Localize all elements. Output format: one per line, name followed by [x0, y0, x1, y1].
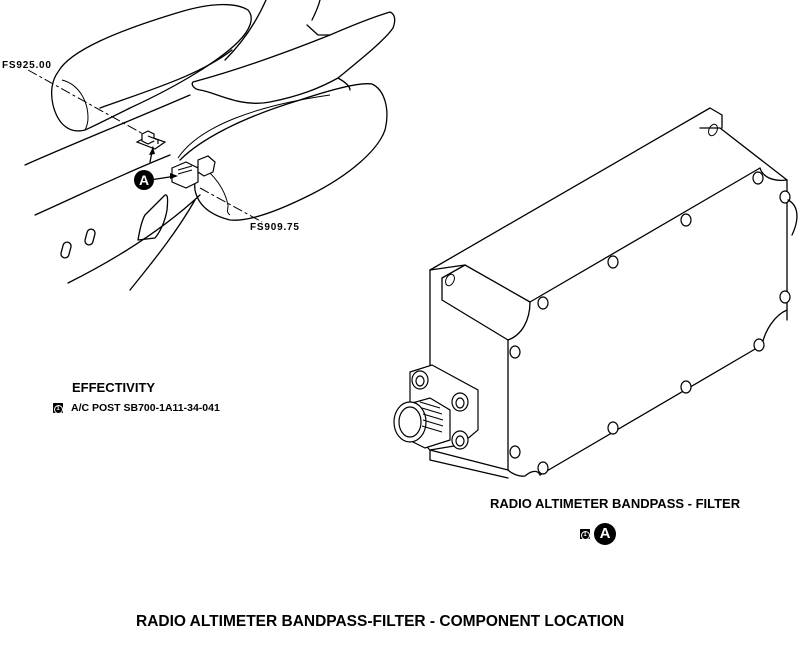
upper-engine-nacelle: [51, 3, 252, 132]
station-label-fs909: FS909.75: [250, 222, 300, 233]
effectivity-text: A/C POST SB700-1A11-34-041: [71, 402, 220, 414]
bandpass-filter-drawing: [393, 107, 798, 479]
figure-title: RADIO ALTIMETER BANDPASS-FILTER - COMPON…: [136, 613, 625, 630]
door-outline: [137, 194, 169, 241]
station-label-fs925: FS925.00: [2, 60, 52, 71]
rf-connector: [393, 364, 479, 451]
fs909-station-line: [199, 187, 263, 223]
detail-callout-a: A: [594, 523, 616, 545]
detail-reference: 1 A: [580, 523, 616, 545]
fs925-station-line: [27, 69, 146, 136]
filter-location-upper: [135, 130, 167, 150]
lower-engine-nacelle: [179, 83, 388, 221]
fuselage-outline: [24, 94, 191, 166]
effectivity-marker-icon: 1: [580, 529, 590, 540]
detail-callout-a[interactable]: A: [134, 170, 154, 190]
filter-location-lower: [171, 155, 216, 189]
window: [60, 241, 72, 259]
effectivity-item: 1 A/C POST SB700-1A11-34-041: [53, 402, 220, 414]
screw-heads: [509, 171, 791, 475]
detail-title: RADIO ALTIMETER BANDPASS - FILTER: [490, 496, 741, 511]
effectivity-marker-icon: 1: [53, 403, 63, 414]
window: [84, 228, 96, 246]
aircraft-overview: [24, 0, 396, 291]
effectivity-title: EFFECTIVITY: [72, 380, 156, 395]
